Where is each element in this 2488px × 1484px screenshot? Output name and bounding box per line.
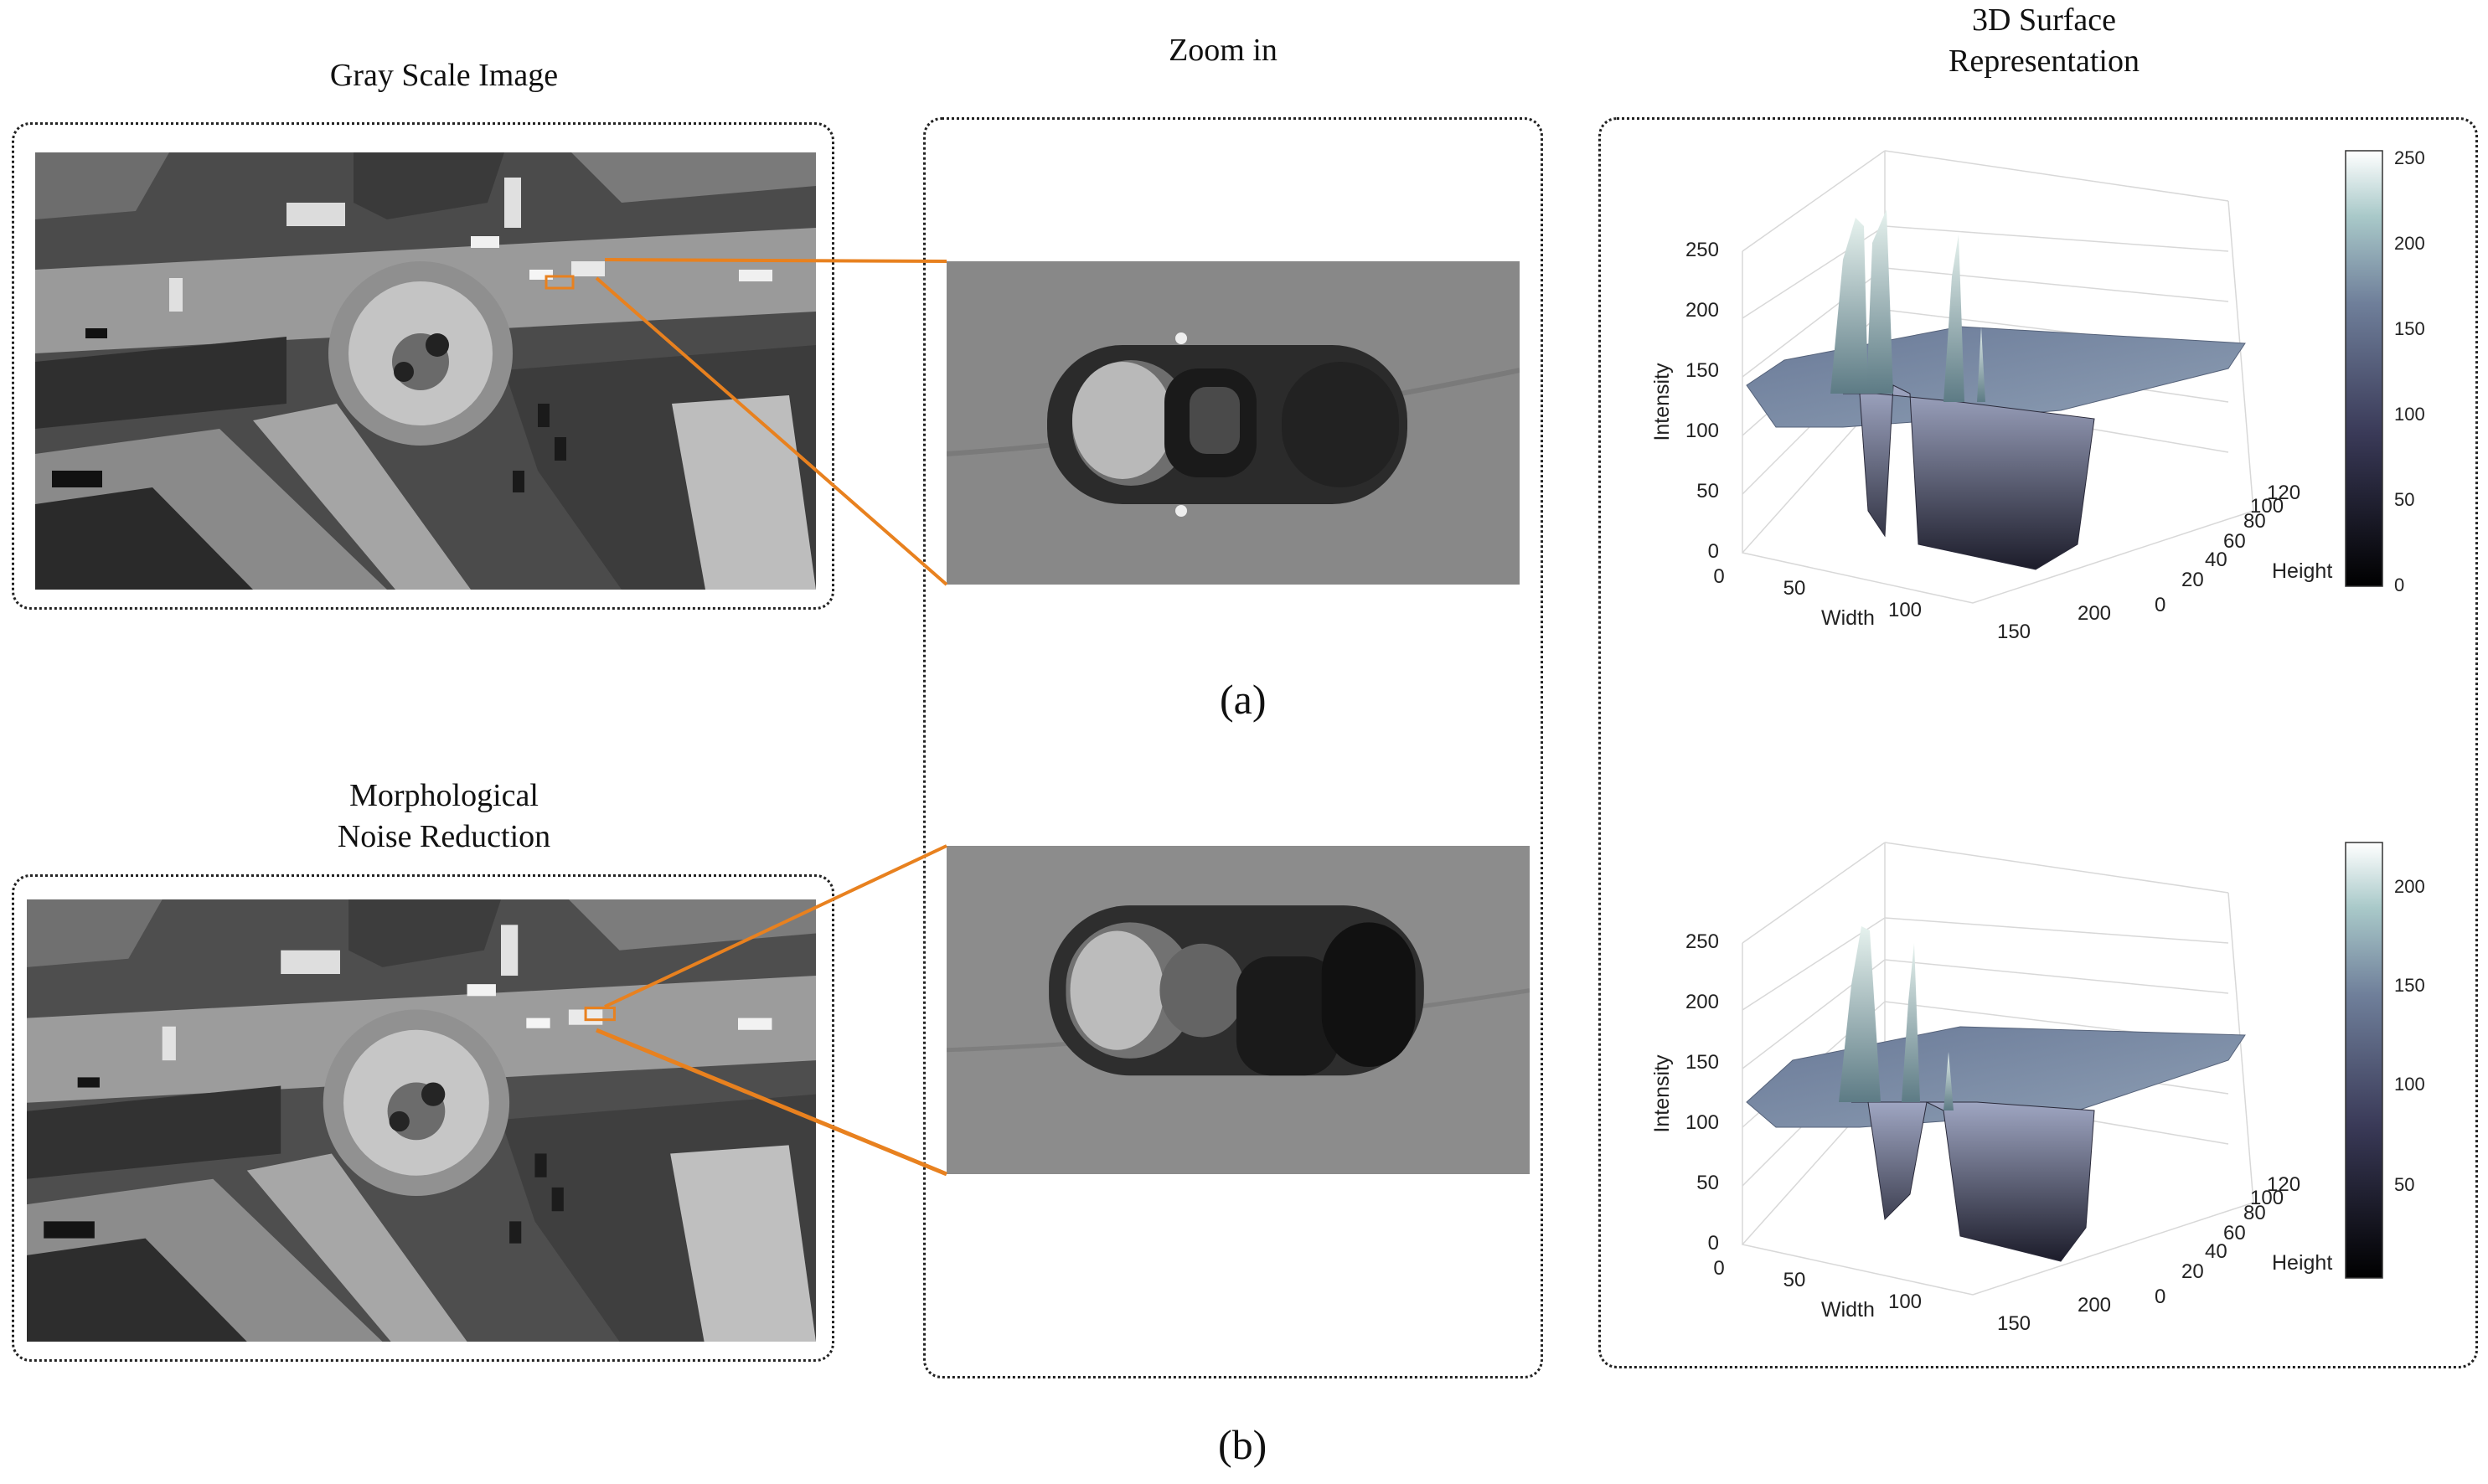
- morphological-title-line1: Morphological: [349, 778, 539, 813]
- z-axis: 0 50 100 150 200 250: [1685, 239, 1719, 563]
- colorbar-tick-label: 50: [2394, 489, 2414, 510]
- z-tick-label: 0: [1708, 540, 1719, 563]
- surface: [1746, 926, 2246, 1262]
- gray-scale-aerial-image: [35, 152, 816, 590]
- connector-line-1-top: [604, 258, 947, 263]
- colorbar-tick-label: 200: [2394, 233, 2425, 254]
- connector-line-2-bottom: [596, 1028, 947, 1177]
- surface-title-line1: 3D Surface: [1972, 3, 2116, 38]
- colorbar-tick-label: 250: [2394, 147, 2425, 168]
- car-illustration-filtered: [947, 846, 1530, 1174]
- x-tick-label: 0: [1713, 565, 1724, 588]
- z-tick-label: 200: [1685, 991, 1719, 1013]
- z-tick-label: 150: [1685, 359, 1719, 382]
- y-tick-label: 20: [2181, 569, 2204, 591]
- connector-line-2-top: [604, 844, 947, 1008]
- gray-image-panel: [12, 122, 834, 610]
- x-axis-label: Width: [1821, 606, 1875, 630]
- z-axis-label: Intensity: [1650, 363, 1674, 441]
- surface: [1746, 209, 2246, 570]
- x-tick-label: 200: [2078, 602, 2111, 625]
- colorbar: [2345, 150, 2383, 587]
- zoom-panel: [923, 117, 1543, 1378]
- z-tick-label: 250: [1685, 239, 1719, 261]
- roundabout-illustration: [35, 152, 816, 590]
- x-tick-label: 50: [1783, 577, 1806, 600]
- y-tick-label: 60: [2223, 530, 2246, 553]
- x-tick-label: 0: [1713, 1257, 1724, 1280]
- zoomed-car-filtered: [947, 846, 1530, 1174]
- x-tick-label: 100: [1888, 599, 1922, 621]
- y-tick-label: 20: [2181, 1260, 2204, 1283]
- zoomed-car-original: [947, 261, 1520, 585]
- x-tick-label: 150: [1997, 1312, 2031, 1335]
- z-tick-label: 50: [1696, 1172, 1719, 1194]
- x-axis: 0 50 100 150 200: [1713, 565, 2111, 643]
- colorbar: [2345, 842, 2383, 1279]
- surface-panel: [1598, 117, 2478, 1368]
- surface-title: 3D Surface Representation: [1809, 0, 2279, 83]
- z-tick-label: 0: [1708, 1232, 1719, 1255]
- y-axis: 0 20 40 60 80 100 120: [2155, 482, 2300, 616]
- y-tick-label: 120: [2267, 1173, 2300, 1196]
- y-axis-label: Height: [2272, 559, 2332, 583]
- morph-image-panel: [12, 874, 834, 1362]
- x-tick-label: 150: [1997, 621, 2031, 643]
- surface-plot-1: 0 50 100 150 200 250 Intensity 0 50 100 …: [1650, 147, 2425, 643]
- caption-b: (b): [1218, 1421, 1267, 1468]
- y-tick-label: 0: [2155, 1286, 2165, 1308]
- car-illustration: [947, 261, 1520, 585]
- colorbar-tick-label: 0: [2394, 575, 2404, 595]
- colorbar-tick-label: 150: [2394, 975, 2425, 996]
- z-tick-label: 200: [1685, 299, 1719, 322]
- connector-line-1-bottom: [595, 276, 948, 586]
- y-tick-label: 60: [2223, 1222, 2246, 1244]
- zoom-in-title: Zoom in: [1169, 33, 1278, 68]
- y-tick-label: 80: [2243, 510, 2266, 533]
- y-tick-label: 0: [2155, 594, 2165, 616]
- surface-plot-2: 0 50 100 150 200 250 Intensity 0 50 100 …: [1650, 842, 2425, 1335]
- colorbar-ticks: 50 100 150 200: [2394, 876, 2425, 1195]
- gray-scale-title: Gray Scale Image: [329, 58, 559, 93]
- caption-a: (a): [1220, 676, 1267, 723]
- colorbar-ticks: 0 50 100 150 200 250: [2394, 147, 2425, 595]
- morphological-title: Morphological Noise Reduction: [168, 775, 720, 858]
- y-tick-label: 100: [2250, 495, 2284, 518]
- z-axis: 0 50 100 150 200 250: [1685, 930, 1719, 1255]
- z-tick-label: 250: [1685, 930, 1719, 953]
- z-tick-label: 100: [1685, 1111, 1719, 1134]
- y-axis: 0 20 40 60 80 100 120: [2155, 1173, 2300, 1308]
- morphological-title-line2: Noise Reduction: [337, 819, 551, 855]
- y-tick-label: 120: [2267, 482, 2300, 504]
- y-tick-label: 40: [2205, 1240, 2227, 1263]
- y-tick-label: 80: [2243, 1202, 2266, 1224]
- x-axis-label: Width: [1821, 1298, 1875, 1322]
- colorbar-tick-label: 150: [2394, 318, 2425, 339]
- y-axis-label: Height: [2272, 1251, 2332, 1275]
- x-tick-label: 100: [1888, 1291, 1922, 1313]
- colorbar-tick-label: 200: [2394, 876, 2425, 897]
- z-tick-label: 150: [1685, 1051, 1719, 1074]
- surface-title-line2: Representation: [1949, 44, 2140, 80]
- y-tick-label: 40: [2205, 549, 2227, 571]
- x-tick-label: 50: [1783, 1269, 1806, 1291]
- z-axis-label: Intensity: [1650, 1054, 1674, 1133]
- colorbar-tick-label: 50: [2394, 1174, 2414, 1195]
- roundabout-illustration-filtered: [27, 899, 816, 1342]
- z-tick-label: 50: [1696, 480, 1719, 502]
- y-tick-label: 100: [2250, 1187, 2284, 1209]
- morphological-aerial-image: [27, 899, 816, 1342]
- colorbar-tick-label: 100: [2394, 1074, 2425, 1095]
- z-tick-label: 100: [1685, 420, 1719, 442]
- colorbar-tick-label: 100: [2394, 404, 2425, 425]
- x-tick-label: 200: [2078, 1294, 2111, 1317]
- x-axis: 0 50 100 150 200: [1713, 1257, 2111, 1335]
